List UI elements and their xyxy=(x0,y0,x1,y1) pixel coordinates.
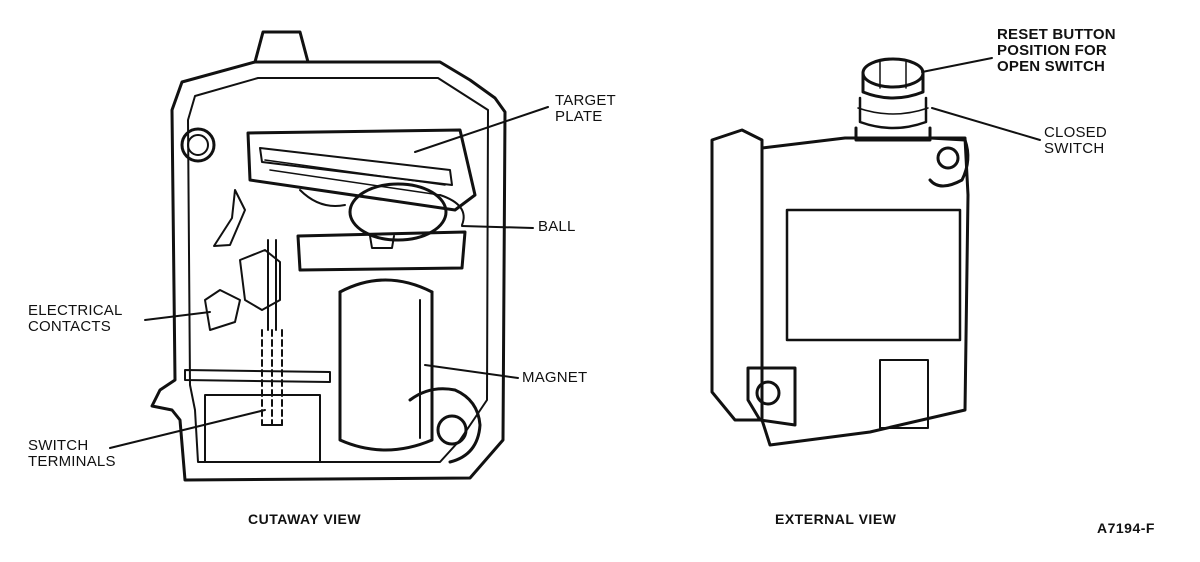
label-electrical-contacts-line-2: CONTACTS xyxy=(28,318,111,335)
reset-button xyxy=(854,57,932,142)
label-electrical-contacts: ELECTRICAL CONTACTS xyxy=(28,303,123,335)
leader-ball xyxy=(461,225,534,229)
label-switch-terminals: SWITCH TERMINALS xyxy=(28,438,116,470)
label-electrical-contacts-line-1: ELECTRICAL xyxy=(28,302,123,319)
label-reset-button: RESET BUTTON POSITION FOR OPEN SWITCH xyxy=(997,27,1116,75)
terminal-box xyxy=(204,394,321,463)
leader-magnet xyxy=(424,364,519,379)
label-target-plate-line-2: PLATE xyxy=(555,108,603,125)
switch-terminals xyxy=(261,329,283,426)
caption-external-view: EXTERNAL VIEW xyxy=(775,511,897,527)
label-closed-switch-line-2: SWITCH xyxy=(1044,140,1105,157)
label-ball: BALL xyxy=(538,218,576,235)
leader-target-plate xyxy=(414,106,549,153)
label-closed-switch-line-1: CLOSED xyxy=(1044,124,1107,141)
ball-cradle xyxy=(296,230,467,272)
target-plate xyxy=(246,128,477,212)
leader-closed-switch xyxy=(931,107,1041,141)
leader-switch-terminals xyxy=(109,409,266,449)
label-closed-switch: CLOSED SWITCH xyxy=(1044,125,1107,157)
label-reset-button-line-3: OPEN SWITCH xyxy=(997,58,1106,75)
electrical-contacts xyxy=(204,189,281,331)
leader-electrical-contacts xyxy=(144,311,211,321)
external-switch-body xyxy=(710,128,970,447)
label-switch-terminals-line-2: TERMINALS xyxy=(28,453,116,470)
lower-slot xyxy=(184,369,331,383)
label-target-plate: TARGET PLATE xyxy=(555,93,616,125)
leader-reset-button xyxy=(921,57,993,73)
label-target-plate-line-1: TARGET xyxy=(555,92,616,109)
external-mount-hole-bottom xyxy=(755,380,781,406)
label-reset-button-line-2: POSITION FOR xyxy=(997,42,1107,59)
caption-cutaway-view: CUTAWAY VIEW xyxy=(248,511,362,527)
label-reset-button-line-1: RESET BUTTON xyxy=(997,26,1116,43)
ball xyxy=(299,182,465,242)
magnet xyxy=(338,278,434,452)
external-mount-hole-top xyxy=(936,146,960,170)
figure-id: A7194-F xyxy=(1097,520,1155,536)
label-switch-terminals-line-1: SWITCH xyxy=(28,437,89,454)
cutaway-mount-hole-right xyxy=(436,414,468,446)
label-magnet: MAGNET xyxy=(522,369,588,386)
cutaway-mount-hole-left xyxy=(180,127,216,163)
